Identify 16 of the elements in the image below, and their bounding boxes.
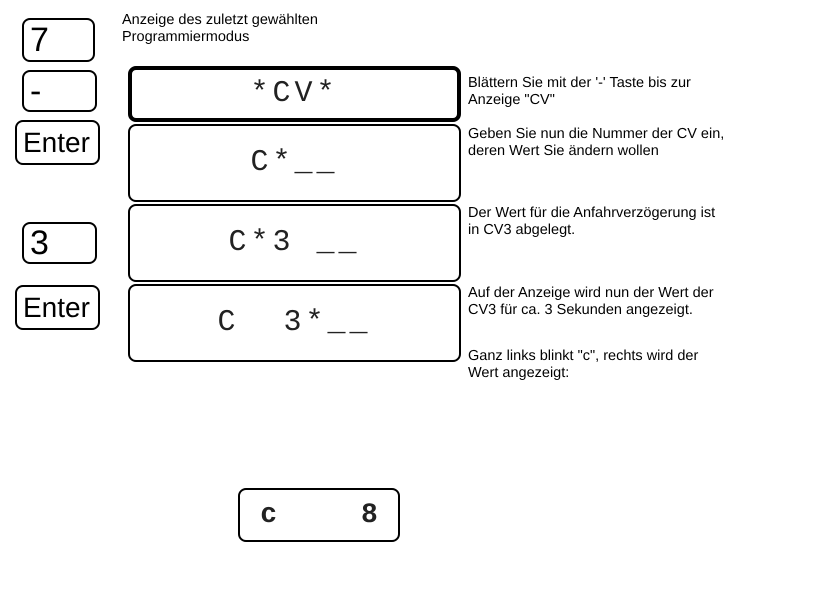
instruction-text: Ganz links blinkt "c", rechts wird der Wert angezeigt: <box>468 348 700 382</box>
instruction-text: Blättern Sie mit der '-' Taste bis zur Anzeige "CV" <box>468 75 692 109</box>
key-button: - <box>22 70 97 112</box>
instruction-text: Anzeige des zuletzt gewählten Programmiermodus <box>122 12 319 46</box>
lcd-display: c 8 <box>238 488 400 542</box>
lcd-display: *CV* <box>128 66 461 122</box>
lcd-display: C*3 __ <box>128 204 461 282</box>
key-button: Enter <box>15 285 100 330</box>
instruction-text: Der Wert für die Anfahrverzögerung ist in CV3 abgelegt. <box>468 205 716 239</box>
lcd-display: C 3*__ <box>128 284 461 362</box>
lcd-display: C*__ <box>128 124 461 202</box>
key-button: 3 <box>22 222 97 264</box>
key-button: Enter <box>15 120 100 165</box>
instruction-text: Auf der Anzeige wird nun der Wert der CV3 für ca. 3 Sekunden angezeigt. <box>468 285 715 319</box>
key-button: 7 <box>22 18 95 62</box>
instruction-text: Geben Sie nun die Nummer der CV ein, deren Wert Sie ändern wollen <box>468 126 726 160</box>
